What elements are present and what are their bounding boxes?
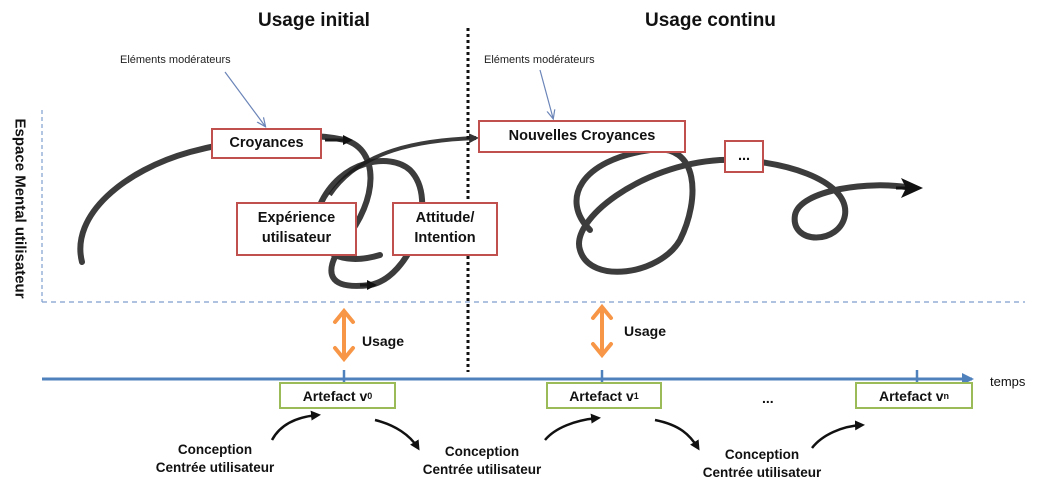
artefact-v0-name: Artefact v: [302, 387, 368, 404]
ellipsis-box: ...: [724, 140, 764, 173]
conception-block-3: Conception Centrée utilisateur: [672, 446, 852, 482]
conception-arrow-3-in: [811, 420, 865, 449]
artefact-v1-name: Artefact v: [569, 387, 634, 404]
vertical-axis-label: Espace Mental utilisateur: [11, 118, 29, 299]
conception-2-line1: Conception: [444, 444, 520, 459]
experience-line2: utilisateur: [261, 230, 332, 246]
conception-1-line2: Centrée utilisateur: [155, 460, 275, 476]
conception-1-line1: Conception: [177, 442, 253, 457]
experience-line1: Expérience: [257, 210, 336, 227]
artefact-v1-sub: 1: [633, 390, 639, 401]
conception-arrow-2-out: [654, 418, 700, 451]
attitude-box: Attitude/ Intention: [392, 202, 498, 256]
artefact-vn-name: Artefact v: [878, 387, 944, 404]
usage-label-second: Usage: [624, 323, 667, 339]
header-usage-continu: Usage continu: [645, 10, 776, 31]
nouvelles-croyances-box: Nouvelles Croyances: [478, 120, 686, 153]
attitude-line1: Attitude/: [415, 210, 475, 227]
spiral-connector: [328, 133, 479, 197]
moderator-arrow-right: [539, 69, 553, 118]
attitude-line2: Intention: [414, 230, 476, 246]
header-usage-initial: Usage initial: [258, 10, 370, 31]
moderator-arrow-left: [224, 71, 265, 126]
conception-arrow-1-in: [270, 410, 321, 441]
conception-3-line2: Centrée utilisateur: [702, 465, 822, 481]
usage-arrow-first: [333, 307, 355, 363]
spiral-initial: [77, 132, 426, 289]
nouvelles-croyances-label: Nouvelles Croyances: [508, 127, 656, 144]
experience-box: Expérience utilisateur: [236, 202, 357, 256]
conception-2-line2: Centrée utilisateur: [422, 462, 542, 478]
croyances-box: Croyances: [211, 128, 322, 159]
conception-3-line1: Conception: [724, 447, 800, 462]
ellipsis-label: ...: [737, 147, 751, 164]
croyances-label: Croyances: [229, 134, 304, 151]
timeline-ellipsis: ...: [762, 390, 774, 406]
usage-label-first: Usage: [362, 333, 405, 349]
moderators-label-left: Eléments modérateurs: [120, 54, 231, 66]
conception-arrow-1-out: [374, 418, 420, 451]
artefact-v0-sub: 0: [367, 390, 373, 401]
artefact-vn-sub: n: [943, 390, 950, 401]
timeline-label: temps: [990, 374, 1026, 389]
conception-arrow-2-in: [544, 413, 601, 441]
usage-arrow-second: [591, 303, 613, 359]
moderators-label-right: Eléments modérateurs: [484, 54, 595, 66]
conception-block-2: Conception Centrée utilisateur: [392, 443, 572, 479]
conception-block-1: Conception Centrée utilisateur: [125, 441, 305, 477]
